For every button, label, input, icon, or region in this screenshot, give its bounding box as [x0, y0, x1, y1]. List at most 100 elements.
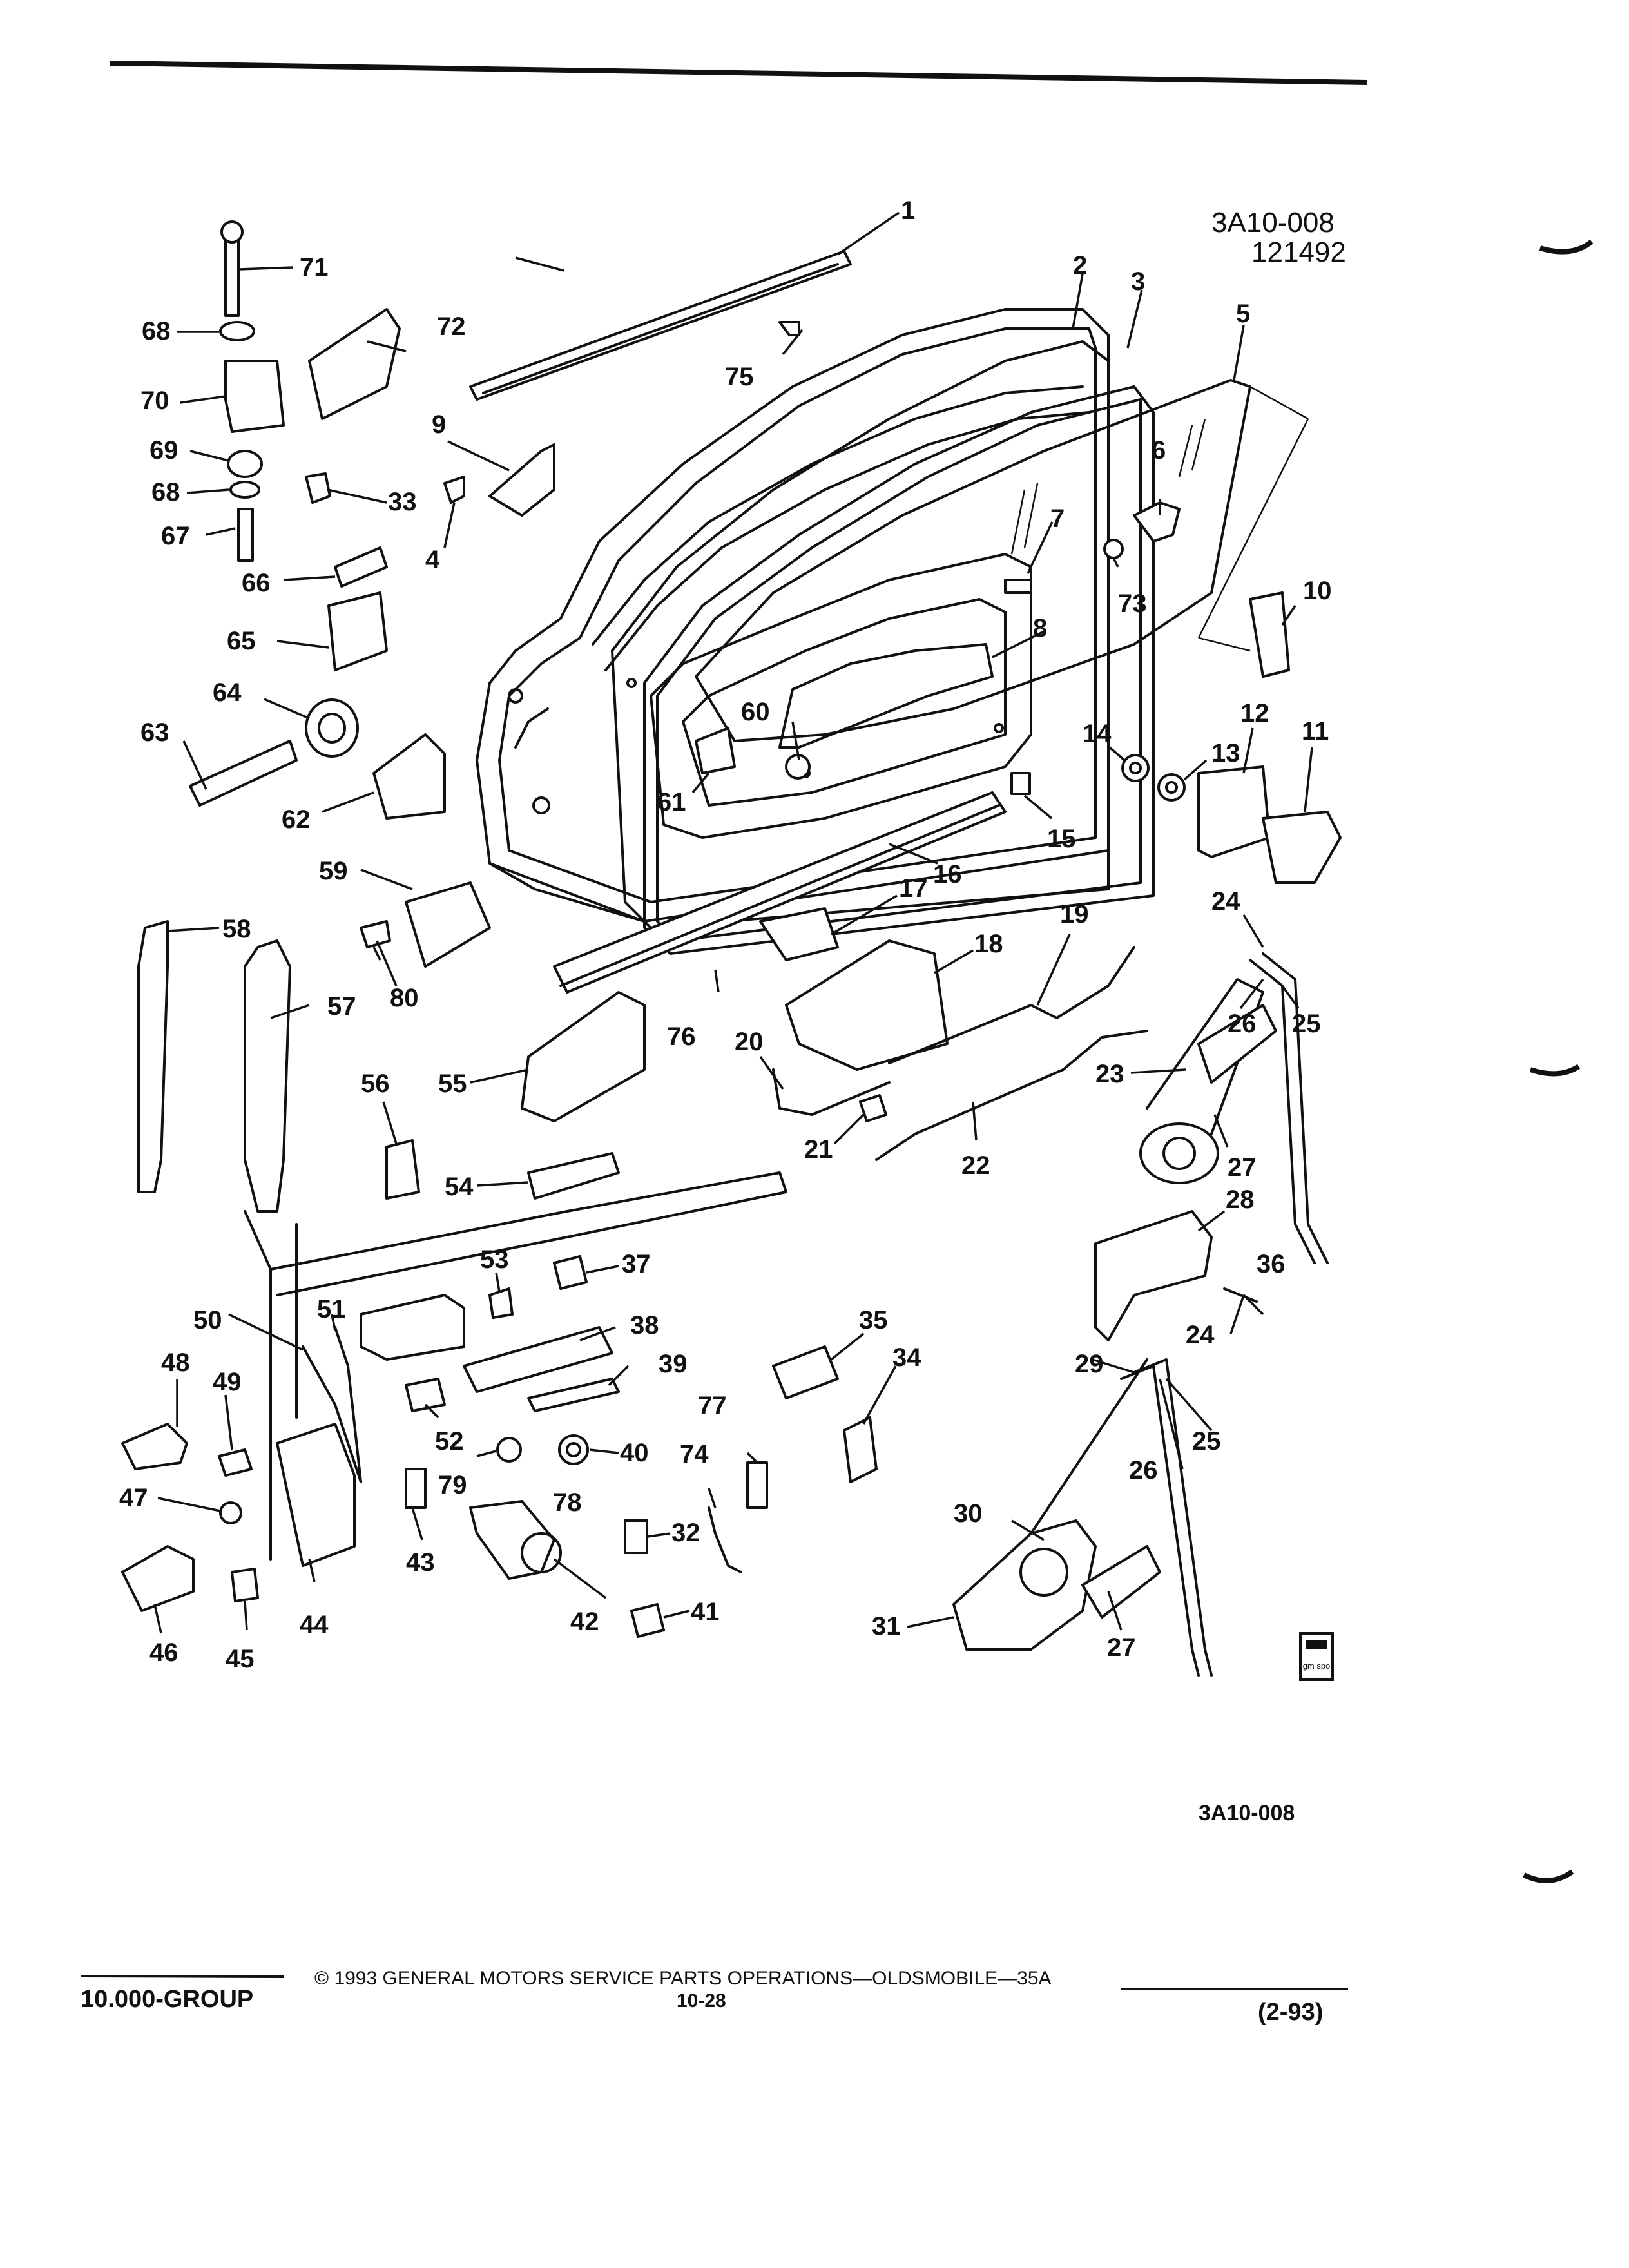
callout-61: 61	[657, 788, 686, 816]
callout-27a: 27	[1228, 1153, 1257, 1182]
part-39	[527, 1378, 620, 1412]
weatherstrip-3	[643, 385, 1155, 955]
part-67	[237, 508, 254, 562]
callout-58: 58	[222, 915, 251, 943]
part-69	[227, 450, 263, 478]
part-7	[1004, 579, 1032, 594]
footer-page: 10-28	[677, 1990, 726, 2012]
callout-36: 36	[1257, 1250, 1286, 1278]
door-frame-drawing	[476, 308, 1110, 923]
callout-12: 12	[1240, 699, 1269, 727]
callout-18: 18	[974, 930, 1003, 958]
part-74	[708, 1506, 742, 1573]
part-45	[231, 1568, 259, 1602]
callout-78: 78	[553, 1488, 582, 1517]
callout-66: 66	[242, 569, 271, 597]
part-55	[521, 991, 646, 1122]
part-63	[189, 740, 298, 807]
channel-24-25-lower	[1133, 1358, 1213, 1677]
footer-copyright: © 1993 GENERAL MOTORS SERVICE PARTS OPER…	[314, 1968, 1052, 1989]
part-21	[859, 1094, 887, 1122]
inner-panel	[244, 1171, 787, 1296]
callout-21: 21	[804, 1135, 833, 1164]
callout-79: 79	[438, 1471, 467, 1499]
part-70	[224, 360, 285, 433]
callout-49: 49	[213, 1368, 242, 1396]
callout-48: 48	[161, 1349, 190, 1377]
callout-3: 3	[1131, 267, 1145, 296]
part-68-top	[219, 321, 255, 341]
part-33	[305, 472, 331, 504]
part-6	[1133, 501, 1181, 543]
part-50	[302, 1345, 362, 1483]
callout-17: 17	[899, 874, 928, 903]
callout-65: 65	[227, 627, 256, 655]
part-56	[385, 1139, 420, 1200]
callout-53: 53	[480, 1245, 509, 1274]
part-42	[469, 1500, 555, 1580]
callout-34: 34	[892, 1343, 921, 1372]
callout-77: 77	[698, 1392, 727, 1420]
callout-8: 8	[1033, 614, 1047, 642]
part-75	[778, 321, 800, 336]
part-46	[121, 1545, 195, 1612]
callout-45: 45	[226, 1645, 255, 1673]
callout-16: 16	[933, 860, 962, 889]
callout-5: 5	[1236, 300, 1250, 328]
part-68-bottom	[229, 481, 260, 499]
callout-37: 37	[622, 1250, 651, 1278]
callout-56: 56	[361, 1070, 390, 1098]
callout-19: 19	[1060, 900, 1089, 928]
callout-41: 41	[691, 1598, 720, 1626]
callout-50: 50	[193, 1306, 222, 1334]
channel-24-25-upper	[1262, 952, 1329, 1264]
part-47	[219, 1501, 242, 1524]
part-18	[785, 939, 949, 1071]
callout-70: 70	[140, 387, 169, 415]
part-38	[360, 1294, 465, 1361]
callout-52: 52	[435, 1427, 464, 1456]
callout-2: 2	[1073, 251, 1087, 280]
part-13	[1157, 773, 1186, 802]
callout-4: 4	[425, 546, 440, 574]
callout-20: 20	[735, 1028, 764, 1056]
part-34	[843, 1416, 878, 1483]
callout-13: 13	[1211, 739, 1240, 767]
callout-28: 28	[1226, 1186, 1255, 1214]
part-44	[276, 1423, 356, 1567]
callout-59: 59	[319, 857, 348, 885]
part-22	[875, 1030, 1148, 1161]
hinge-pin-71	[220, 220, 244, 317]
callout-47: 47	[119, 1484, 148, 1512]
part-11	[1262, 811, 1342, 884]
part-51	[334, 1326, 362, 1483]
diagram-number: 121492	[1251, 236, 1346, 268]
footer-date: (2-93)	[1258, 1999, 1323, 2026]
callout-10: 10	[1303, 577, 1332, 605]
callout-27b: 27	[1107, 1633, 1136, 1662]
part-29-cable	[1030, 1358, 1148, 1535]
callout-75: 75	[725, 363, 754, 391]
part-73	[1103, 539, 1124, 559]
callout-26b: 26	[1129, 1456, 1158, 1485]
footer-rule-left	[80, 1975, 284, 1978]
callout-26a: 26	[1228, 1010, 1257, 1038]
part-49	[218, 1448, 253, 1477]
part-64	[305, 698, 359, 758]
callout-62: 62	[282, 805, 311, 834]
callout-40: 40	[620, 1439, 649, 1467]
callout-73: 73	[1118, 590, 1147, 618]
part-48	[121, 1423, 188, 1470]
callout-31: 31	[872, 1612, 901, 1640]
part-62	[372, 733, 446, 820]
part-61	[695, 727, 736, 774]
part-15	[1010, 772, 1031, 795]
part-41	[630, 1603, 665, 1638]
callout-9: 9	[432, 410, 446, 439]
part-10	[1249, 591, 1290, 678]
part-28	[1094, 1210, 1213, 1341]
callout-32: 32	[671, 1519, 700, 1547]
callout-68b: 68	[151, 478, 180, 506]
part-14	[1121, 754, 1150, 782]
